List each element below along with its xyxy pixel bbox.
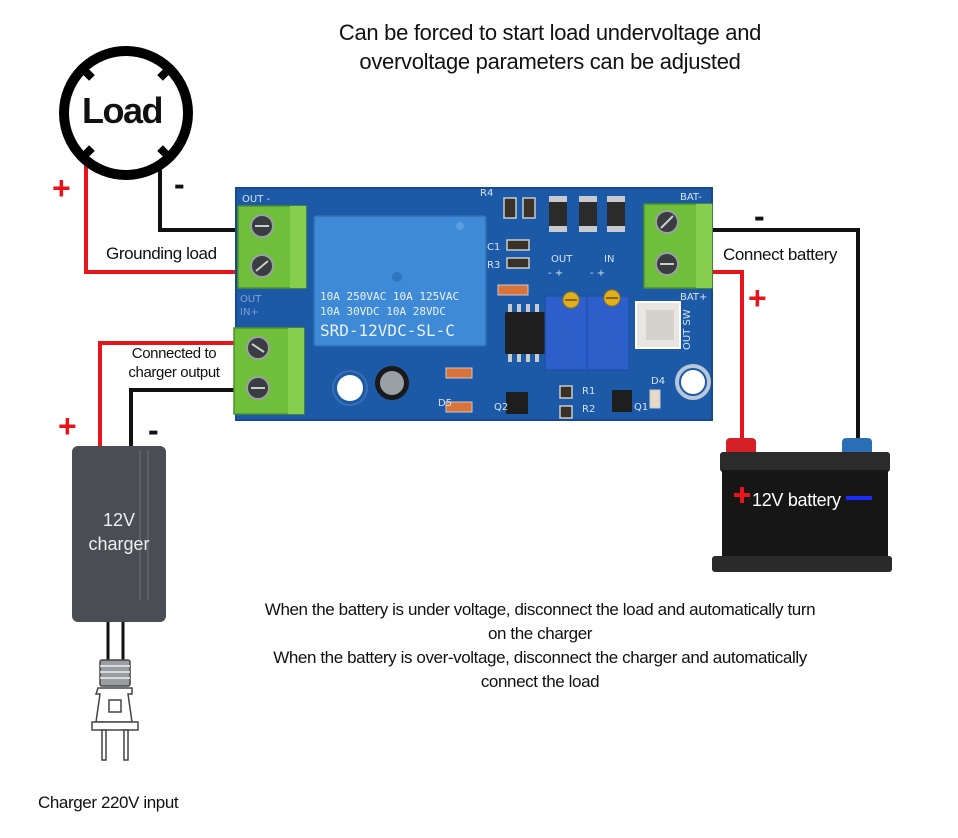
power-plug	[91, 659, 139, 761]
smd-diodes	[549, 196, 625, 232]
terminal-battery	[643, 203, 713, 289]
silk-r2: R2	[582, 404, 595, 415]
diode-d5-bottom	[445, 367, 473, 379]
transistor-q2	[506, 392, 528, 414]
silk-bat-minus: BAT-	[680, 192, 702, 203]
charger-minus-sign: -	[148, 412, 159, 448]
sw-connector	[635, 301, 681, 349]
description-line-2: on the charger	[487, 624, 593, 643]
load-symbol	[59, 46, 193, 180]
silk-in-label: IN	[604, 254, 614, 265]
potentiometer-in	[586, 289, 630, 371]
terminal-charger-in	[233, 327, 305, 415]
charger	[72, 446, 166, 622]
load-positive-wire	[84, 160, 240, 274]
title-line-1: Can be forced to start load undervoltage…	[338, 20, 762, 45]
silk-pot-out-signs: - +	[548, 268, 563, 279]
silk-r1: R1	[582, 386, 595, 397]
grounding-load-label: Grounding load	[106, 244, 217, 264]
charger-plus-sign: +	[58, 408, 77, 444]
charger-output-line-1: Connected to	[131, 345, 217, 362]
load-plus-sign: +	[52, 170, 71, 206]
description: When the battery is under voltage, disco…	[190, 598, 890, 694]
battery-negative-wire	[712, 228, 860, 445]
load-label: Load	[82, 90, 164, 131]
battery-minus-sign: -	[754, 198, 765, 234]
silk-out: OUT	[240, 294, 262, 305]
charger-label-line-1: 12V	[102, 510, 136, 530]
charger-label: 12V charger	[72, 508, 166, 556]
relay-rating-2: 10A 30VDC 10A 28VDC	[320, 305, 446, 318]
silk-d5: D5	[438, 398, 452, 409]
terminal-out	[237, 205, 307, 289]
silk-c1: C1	[487, 242, 500, 253]
pcb-board: OUT - OUT IN+ BAT- BAT+ R4 C1 R3 OUT IN …	[233, 187, 713, 421]
op-amp-chip	[505, 304, 545, 362]
charger-input-label: Charger 220V input	[38, 793, 179, 812]
silk-out-sw: OUT SW	[682, 309, 693, 350]
silk-q1: Q1	[634, 402, 648, 413]
battery-label: 12V battery	[752, 490, 841, 510]
charger-positive-wire	[98, 341, 240, 450]
silk-r4: R4	[480, 188, 493, 199]
silk-out-label: OUT	[551, 254, 573, 265]
relay-rating-1: 10A 250VAC 10A 125VAC	[320, 290, 459, 303]
led-d4	[649, 389, 661, 409]
diode-d5	[445, 401, 473, 413]
diagram-title: Can be forced to start load undervoltage…	[270, 18, 830, 76]
diode-d5-top	[497, 284, 529, 296]
description-line-3: When the battery is over-voltage, discon…	[273, 648, 807, 667]
charger-output-label: Connected to charger output	[114, 344, 234, 382]
silk-r3: R3	[487, 260, 500, 271]
battery-positive-wire	[712, 270, 744, 445]
silk-d4: D4	[651, 376, 665, 387]
charger-negative-wire	[129, 388, 240, 450]
silk-out-minus: OUT -	[242, 194, 270, 205]
potentiometer-out	[544, 291, 588, 371]
load-minus-sign: -	[174, 166, 185, 202]
transistor-q1	[612, 390, 632, 412]
connect-battery-label: Connect battery	[723, 245, 838, 265]
silk-pot-in-signs: - +	[590, 268, 605, 279]
relay-model: SRD-12VDC-SL-C	[320, 321, 455, 340]
silk-q2: Q2	[494, 402, 508, 413]
battery-plus-sign: +	[748, 280, 767, 316]
battery	[712, 438, 892, 572]
title-line-2: overvoltage parameters can be adjusted	[359, 49, 741, 74]
silk-in-plus: IN+	[240, 307, 259, 318]
silk-bat-plus: BAT+	[680, 292, 707, 303]
load-negative-wire	[158, 160, 240, 232]
charger-output-line-2: charger output	[128, 364, 220, 381]
relay	[313, 215, 487, 347]
description-line-4: connect the load	[480, 672, 600, 691]
description-line-1: When the battery is under voltage, disco…	[264, 600, 816, 619]
smd-resistors	[503, 197, 573, 419]
charger-label-line-2: charger	[88, 534, 150, 554]
